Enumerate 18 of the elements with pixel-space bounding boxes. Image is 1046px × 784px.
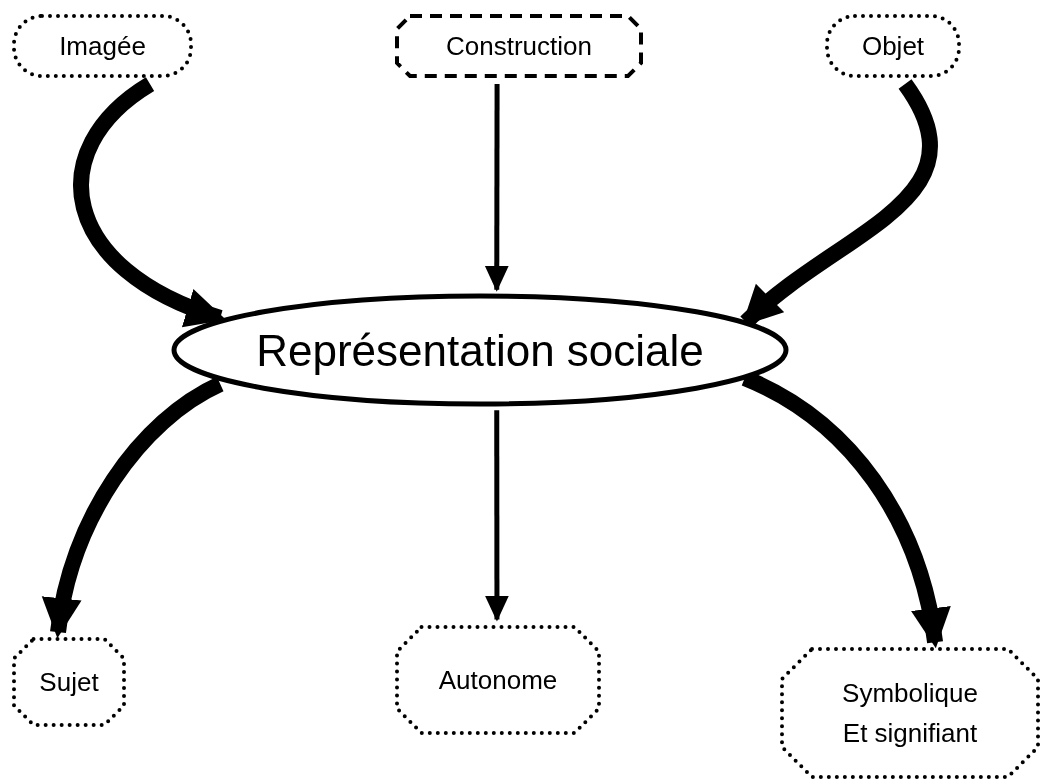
dotted-rounded-box <box>823 12 963 80</box>
central-ellipse <box>170 292 790 408</box>
node-label: Symbolique <box>842 676 978 709</box>
dotted-octagon-box <box>778 645 1042 781</box>
arrow <box>73 77 226 326</box>
arrow <box>43 376 224 639</box>
node-label: Sujet <box>39 665 99 699</box>
dotted-rounded-box <box>10 12 195 80</box>
arrow <box>484 410 509 622</box>
node-label: Construction <box>446 29 592 63</box>
node-label: Imagée <box>59 29 146 63</box>
node-label: Autonome <box>438 663 558 697</box>
node-label: Objet <box>861 29 925 63</box>
arrow <box>484 84 509 292</box>
node-label: Représentation sociale <box>256 324 704 377</box>
dotted-octagon-box <box>393 623 603 737</box>
node-label: Et signifiant <box>842 717 978 750</box>
dotted-octagon-box <box>10 635 128 729</box>
